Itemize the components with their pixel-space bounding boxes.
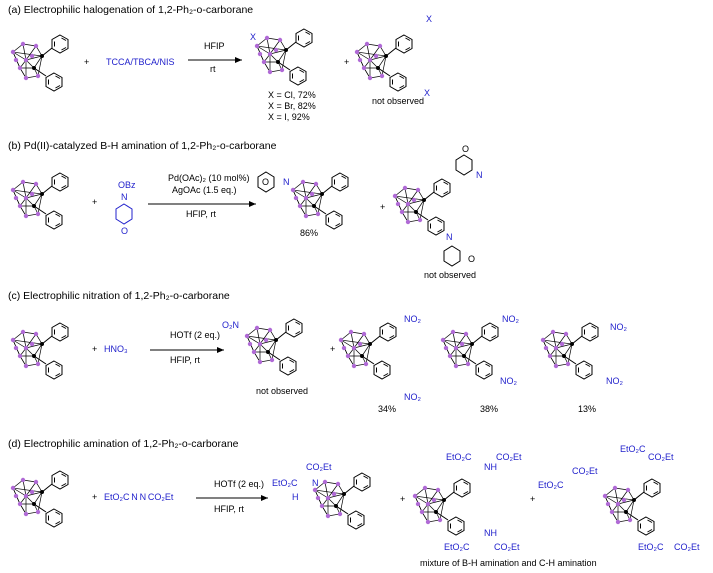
plus-sign: +: [84, 57, 89, 67]
side-product-b-n1: N: [476, 170, 483, 180]
product-d-ester-left: EtO₂C: [272, 478, 298, 488]
section-b-title: (b) Pd(II)-catalyzed B-H amination of 1,…: [8, 140, 277, 152]
conditions-c-bottom: HFIP, rt: [170, 355, 200, 365]
product-d-structure: [313, 473, 370, 529]
yield-c-isomer-1: 34%: [378, 404, 396, 414]
yield-b: 86%: [300, 228, 318, 238]
section-a: (a) Electrophilic halogenation of 1,2-Ph…: [8, 4, 432, 122]
product-a-x-label: X: [250, 32, 256, 42]
section-c-title: (c) Electrophilic nitration of 1,2-Ph₂-o…: [8, 290, 230, 302]
product-b-structure: [291, 173, 348, 229]
side-d2-ester-right-top: CO₂Et: [648, 452, 674, 462]
plus-sign: +: [400, 494, 405, 504]
side-product-a-x2: X: [424, 88, 430, 98]
side-product-b-o2: O: [468, 254, 475, 264]
side-d1-ester-right-top: CO₂Et: [496, 452, 522, 462]
plus-sign: +: [380, 202, 385, 212]
conditions-d-bottom: HFIP, rt: [214, 504, 244, 514]
side-product-a-x1: X: [426, 14, 432, 24]
side-product-a-structure: [355, 35, 412, 91]
conditions-a-bottom: rt: [210, 64, 216, 74]
product-d-n: N: [312, 478, 319, 488]
side-d1-nh-bottom: NH: [484, 528, 497, 538]
isomer-3-structure: [541, 323, 598, 379]
side-d2-ester-right-bottom: CO₂Et: [674, 542, 700, 552]
plus-sign: +: [344, 57, 349, 67]
side-product-b-note: not observed: [424, 270, 476, 280]
conditions-b-bottom: HFIP, rt: [186, 209, 216, 219]
yield-c-isomer-2: 38%: [480, 404, 498, 414]
side-product-b-structure: [393, 179, 450, 235]
section-d-title: (d) Electrophilic amination of 1,2-Ph₂-o…: [8, 438, 239, 450]
isomer-1-no2-top: NO₂: [404, 314, 422, 324]
side-product-a-note: not observed: [372, 96, 424, 106]
product-c-label: O₂N: [222, 320, 239, 330]
morpholine-ring: [115, 203, 133, 225]
side-d1-ester-left-top: EtO₂C: [446, 452, 472, 462]
conditions-a-top: HFIP: [204, 41, 225, 51]
yield-a-cl: X = Cl, 72%: [268, 90, 316, 100]
side-d2-ester-left-bottom: EtO₂C: [638, 542, 664, 552]
isomer-3-no2-bottom: NO₂: [606, 376, 624, 386]
side-d2-ester-left: EtO₂C: [538, 480, 564, 490]
carborane-starting-material: [11, 35, 68, 91]
product-c-note: not observed: [256, 386, 308, 396]
reagent-c: HNO₃: [104, 344, 128, 354]
product-d-h: H: [292, 492, 299, 502]
side-d1-nh-top: NH: [484, 462, 497, 472]
reagent-a: TCCA/TBCA/NIS: [106, 57, 175, 67]
product-c-structure: [245, 319, 302, 375]
product-b-n: N: [283, 177, 290, 187]
side-d2-structure: [603, 479, 660, 535]
carborane-starting-material: [11, 323, 68, 379]
product-d-ester-right: CO₂Et: [306, 462, 332, 472]
isomer-1-no2-bottom: NO₂: [404, 392, 422, 402]
reagent-b-obz: OBz: [118, 180, 136, 190]
side-d1-ester-left-bottom: EtO₂C: [444, 542, 470, 552]
side-d1-ester-right-bottom: CO₂Et: [494, 542, 520, 552]
section-d: (d) Electrophilic amination of 1,2-Ph₂-o…: [8, 438, 700, 568]
side-d2-ester-left-top: EtO₂C: [620, 444, 646, 454]
plus-sign: +: [530, 494, 535, 504]
side-product-b-o1: O: [462, 144, 469, 154]
yield-a-br: X = Br, 82%: [268, 101, 316, 111]
conditions-c-top: HOTf (2 eq.): [170, 330, 220, 340]
reagent-b-n: N: [121, 192, 128, 202]
carborane-starting-material: [11, 173, 68, 229]
product-morpholine: [257, 171, 275, 193]
isomer-1-structure: [339, 323, 396, 379]
isomer-2-no2-bottom: NO₂: [500, 376, 518, 386]
plus-sign: +: [330, 344, 335, 354]
yield-c-isomer-3: 13%: [578, 404, 596, 414]
carborane-starting-material: [11, 471, 68, 527]
plus-sign: +: [92, 492, 97, 502]
side-d2-ester-right: CO₂Et: [572, 466, 598, 476]
section-b: (b) Pd(II)-catalyzed B-H amination of 1,…: [8, 140, 483, 280]
product-b-o: O: [262, 177, 269, 187]
plus-sign: +: [92, 197, 97, 207]
mixture-note: mixture of B-H amination and C-H aminati…: [420, 558, 597, 568]
side-morpholine-2: [443, 245, 461, 267]
side-d1-structure: [413, 479, 470, 535]
conditions-d-top: HOTf (2 eq.): [214, 479, 264, 489]
side-product-b-n2: N: [446, 232, 453, 242]
isomer-3-no2-top: NO₂: [610, 322, 628, 332]
plus-sign: +: [92, 344, 97, 354]
reagent-b-o: O: [121, 226, 128, 236]
section-c: (c) Electrophilic nitration of 1,2-Ph₂-o…: [8, 290, 628, 414]
conditions-b-top2: AgOAc (1.5 eq.): [172, 185, 237, 195]
side-morpholine-1: [455, 154, 473, 176]
isomer-2-structure: [441, 323, 498, 379]
reagent-d: EtO₂C N N CO₂Et: [104, 492, 174, 502]
product-a-structure: [255, 29, 312, 85]
conditions-b-top1: Pd(OAc)₂ (10 mol%): [168, 173, 250, 183]
section-a-title: (a) Electrophilic halogenation of 1,2-Ph…: [8, 4, 253, 16]
isomer-2-no2-top: NO₂: [502, 314, 520, 324]
yield-a-i: X = I, 92%: [268, 112, 310, 122]
